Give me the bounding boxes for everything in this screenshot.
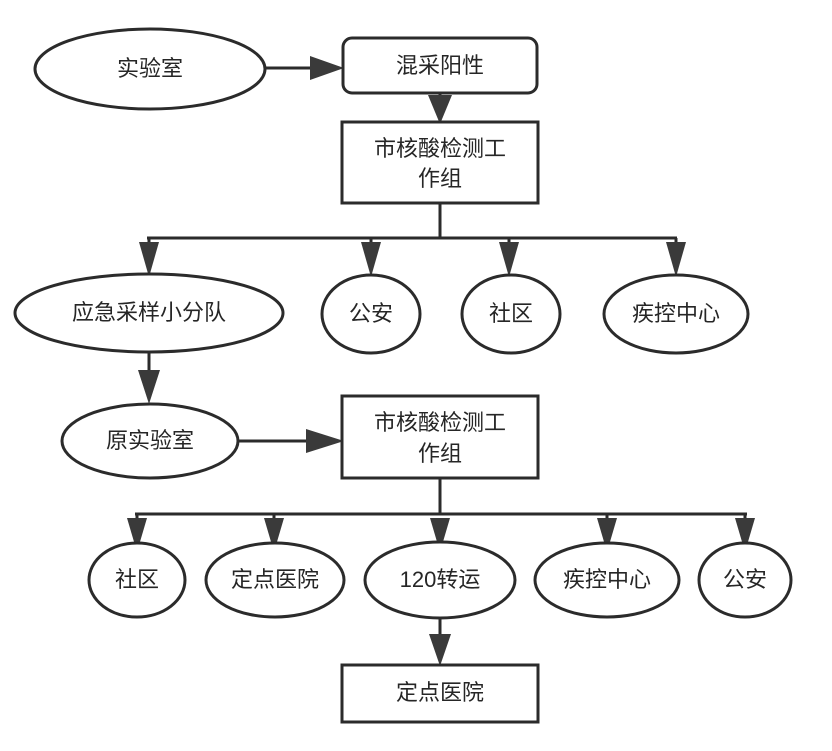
node-police-1-label: 公安	[349, 301, 393, 326]
node-city-group-1-label-line2: 作组	[418, 166, 462, 191]
node-police-2-label: 公安	[723, 567, 767, 592]
node-lab-label: 实验室	[117, 56, 183, 81]
node-city-group-1[interactable]: 市核酸检测工 作组	[340, 120, 540, 205]
node-pooled-positive[interactable]: 混采阳性	[341, 36, 539, 95]
node-city-group-2-label-line1: 市核酸检测工	[374, 410, 506, 435]
node-cdc-1[interactable]: 疾控中心	[602, 273, 750, 355]
node-emergency-team-label: 应急采样小分队	[72, 300, 226, 325]
node-origin-lab[interactable]: 原实验室	[60, 402, 240, 480]
node-city-group-2-label-line2: 作组	[418, 441, 462, 466]
edge-bus-city-group-2	[127, 478, 755, 552]
node-community-2[interactable]: 社区	[87, 541, 187, 619]
edge-transport-120-to-hospital-final	[429, 613, 451, 666]
node-cdc-2[interactable]: 疾控中心	[533, 541, 681, 619]
node-hospital-1[interactable]: 定点医院	[204, 541, 346, 619]
node-pooled-positive-label: 混采阳性	[396, 53, 484, 78]
edge-bus-city-group-1	[139, 203, 686, 277]
edge-lab-to-pooled-positive	[265, 56, 344, 80]
node-lab[interactable]: 实验室	[33, 27, 267, 111]
node-police-1[interactable]: 公安	[320, 273, 422, 355]
edge-origin-lab-to-city-group-2	[238, 429, 344, 453]
node-cdc-2-label: 疾控中心	[563, 567, 651, 592]
node-cdc-1-label: 疾控中心	[632, 301, 720, 326]
node-police-2[interactable]: 公安	[697, 541, 793, 619]
node-city-group-1-label-line1: 市核酸检测工	[374, 136, 506, 161]
node-community-1[interactable]: 社区	[460, 273, 562, 355]
node-community-2-label: 社区	[115, 567, 159, 592]
node-community-1-label: 社区	[489, 301, 533, 326]
node-city-group-2[interactable]: 市核酸检测工 作组	[340, 394, 540, 480]
node-hospital-1-label: 定点医院	[231, 567, 319, 592]
node-hospital-final[interactable]: 定点医院	[340, 663, 540, 724]
edge-pooled-positive-to-city-group-1	[428, 93, 452, 124]
edge-emergency-team-to-origin-lab	[138, 350, 160, 404]
node-hospital-final-label: 定点医院	[396, 680, 484, 705]
node-emergency-team[interactable]: 应急采样小分队	[13, 272, 285, 354]
node-origin-lab-label: 原实验室	[106, 428, 194, 453]
node-transport-120[interactable]: 120转运	[363, 540, 517, 620]
node-transport-120-label: 120转运	[400, 567, 481, 592]
